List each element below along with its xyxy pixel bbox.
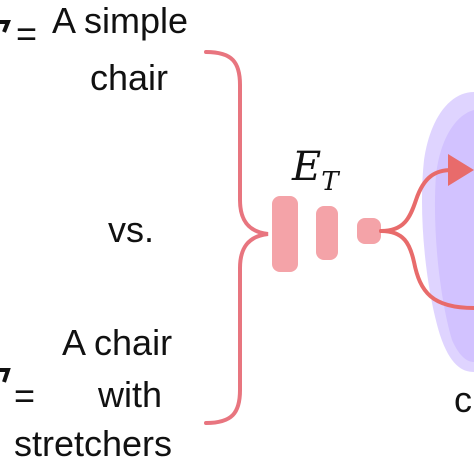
arrow-lower (379, 229, 474, 310)
arrow-upper (379, 168, 454, 233)
encoder-label: ET (291, 144, 340, 197)
encoder-symbol: E (291, 144, 321, 190)
prompt-a-equals: = (16, 13, 37, 54)
prompt-b-symbol (0, 368, 11, 383)
prompt-a-line2: chair (90, 57, 168, 98)
prompt-b-line2: with (97, 374, 162, 415)
prompt-b-equals: = (14, 375, 35, 416)
arrow-upper-head (448, 154, 474, 186)
encoder-subscript: T (321, 167, 340, 197)
curly-bracket (204, 50, 269, 425)
encoder-block-2 (316, 206, 338, 260)
separator-vs: vs. (108, 209, 154, 250)
output-arrows (379, 154, 474, 310)
text-encoder (272, 196, 381, 272)
encoder-block-3 (357, 218, 381, 244)
prompt-b-line1: A chair (62, 322, 172, 363)
embedding-blob (421, 92, 474, 372)
encoder-block-1 (272, 196, 298, 272)
prompt-a-symbol (0, 20, 11, 33)
prompt-b-line3: stretchers (14, 423, 172, 464)
prompt-a-line1: A simple (52, 0, 188, 41)
bottom-glyph: c (454, 379, 472, 420)
